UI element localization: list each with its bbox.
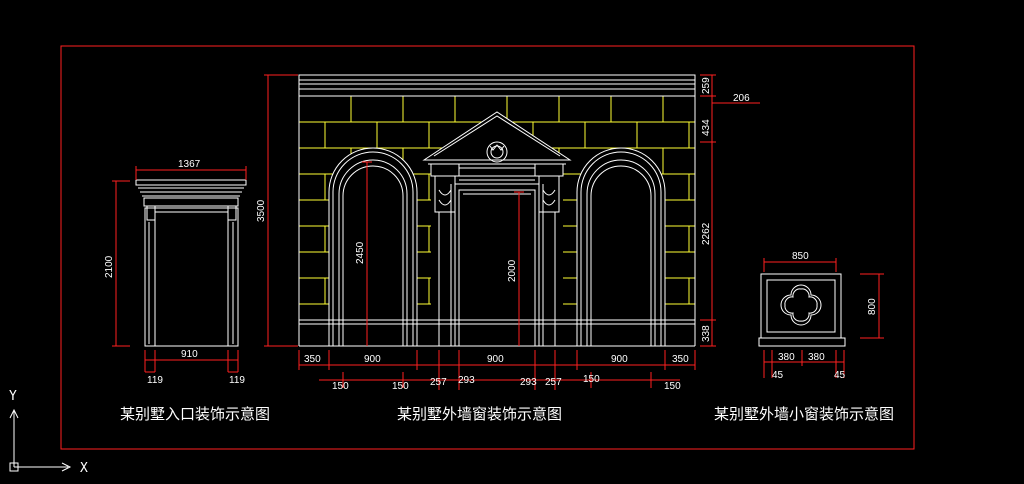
door-height-label: 2000 (507, 259, 518, 282)
small-window-caption: 某别墅外墙小窗装饰示意图 (714, 405, 894, 423)
sub-dim-293-b: 293 (520, 377, 537, 388)
right-dim-2262: 2262 (701, 222, 712, 245)
opening-masks (329, 112, 665, 324)
small-window-width-label: 850 (792, 251, 809, 262)
ucs-icon (9, 408, 72, 472)
ucs-y-label: Y (9, 389, 17, 404)
bottom-dim-900-center: 900 (487, 354, 504, 365)
drawing-frame (60, 45, 915, 450)
small-window-elevation (758, 273, 846, 347)
window-total-height-label: 3500 (256, 199, 267, 222)
entrance-elevation (135, 179, 247, 347)
entrance-caption: 某别墅入口装饰示意图 (120, 405, 270, 423)
bottom-dim-900-left: 900 (364, 354, 381, 365)
small-window-edge-left: 45 (772, 370, 784, 381)
entrance-right-jamb-label: 119 (229, 375, 245, 386)
entrance-top-width-label: 1367 (178, 159, 201, 170)
small-window-height-label: 800 (867, 298, 878, 315)
entrance-left-jamb-label: 119 (147, 375, 163, 386)
right-offset-label: 206 (733, 93, 750, 104)
right-dim-338: 338 (701, 325, 712, 342)
sub-dim-293-a: 293 (458, 375, 475, 386)
right-dim-434: 434 (701, 119, 712, 136)
arch-height-label: 2450 (355, 241, 366, 264)
bottom-dim-350-right: 350 (672, 354, 689, 365)
sub-dim-150-a: 150 (332, 381, 349, 392)
right-dim-259: 259 (701, 77, 712, 94)
entrance-dimensions (112, 166, 247, 373)
entrance-height-label: 2100 (104, 255, 115, 278)
ucs-x-label: X (80, 461, 88, 476)
sub-dim-150-b: 150 (392, 381, 409, 392)
small-window-half-right: 380 (808, 352, 825, 363)
small-window-dimensions (763, 258, 884, 378)
bottom-dim-350-left: 350 (304, 354, 321, 365)
window-dimensions (264, 74, 760, 390)
small-window-edge-right: 45 (834, 370, 846, 381)
window-elevation (298, 74, 696, 347)
sub-dim-257-a: 257 (430, 377, 447, 388)
sub-dim-150-c: 150 (583, 374, 600, 385)
sub-dim-150-d: 150 (664, 381, 681, 392)
bottom-dim-900-right: 900 (611, 354, 628, 365)
small-window-half-left: 380 (778, 352, 795, 363)
entrance-inner-width-label: 910 (181, 349, 198, 360)
sub-dim-257-b: 257 (545, 377, 562, 388)
window-caption: 某别墅外墙窗装饰示意图 (397, 405, 562, 423)
